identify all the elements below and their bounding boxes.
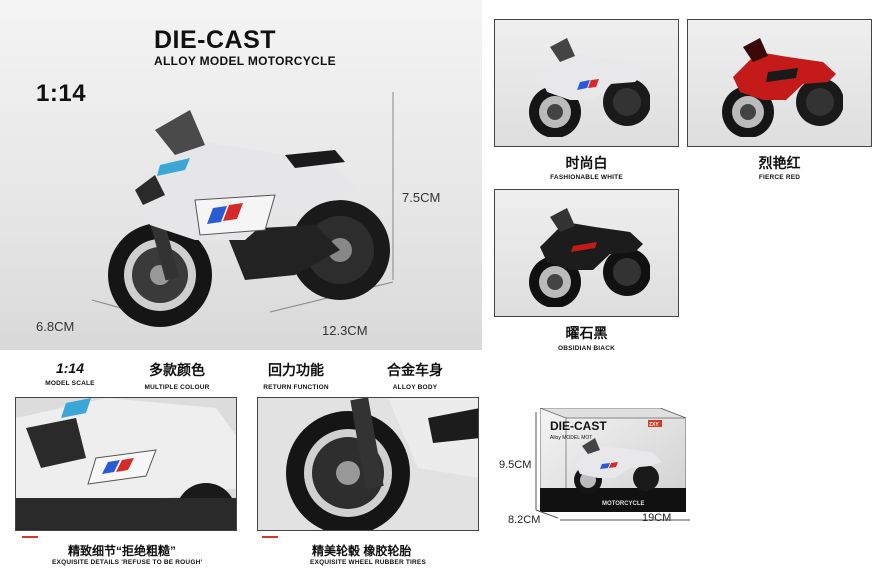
fairing-closeup-image	[16, 398, 236, 530]
wheel-caption-en: EXQUISITE WHEEL RUBBER TIRES	[310, 559, 426, 566]
feature-scale-value: 1:14	[55, 360, 85, 376]
hero-title: DIE-CAST	[154, 26, 277, 54]
feature-multiple-colour: 多款颜色 MULTIPLE COLOUR	[122, 360, 232, 391]
package-badge: ZXY	[649, 422, 659, 428]
feature-model-scale: 1:14 MODEL SCALE	[15, 360, 125, 387]
feature-colour-cn: 多款颜色	[149, 362, 205, 378]
color-swatch-white[interactable]	[494, 19, 679, 147]
package-base-text: MOTORCYCLE	[602, 501, 645, 507]
color-name-red: 烈艳红	[758, 155, 801, 171]
feature-return-function: 回力功能 RETURN FUNCTION	[241, 360, 351, 391]
package-box-image: DIE-CAST Alloy MODEL MOT ZXY MOTORCYCLE	[540, 408, 686, 512]
package-brand: DIE-CAST	[550, 419, 607, 433]
color-name-white: 时尚白	[565, 155, 608, 171]
package-length-dimension: 19CM	[642, 512, 672, 524]
feature-alloy-en: ALLOY BODY	[392, 384, 438, 391]
accent-dash	[262, 536, 278, 538]
color-name-black: 曜石黑	[565, 325, 608, 341]
height-dimension: 7.5CM	[402, 190, 441, 205]
feature-return-en: RETURN FUNCTION	[263, 384, 329, 391]
motorcycle-image	[108, 110, 390, 327]
wheel-caption-cn: 精美轮毂 橡胶轮胎	[312, 544, 412, 558]
hero-panel: DIE-CAST ALLOY MODEL MOTORCYCLE 1:14 7.5…	[0, 0, 482, 350]
feature-colour-en: MULTIPLE COLOUR	[144, 384, 210, 391]
package-dimension-lines	[535, 412, 690, 521]
detail-caption-cn: 精致细节“拒绝粗糙”	[68, 544, 177, 558]
hero-scale: 1:14	[36, 80, 87, 107]
package-brand-sub: Alloy MODEL MOT	[550, 435, 592, 441]
feature-return-cn: 回力功能	[268, 362, 324, 378]
feature-alloy-cn: 合金车身	[387, 362, 443, 378]
color-english-black: OBSIDIAN BIACK	[558, 345, 615, 352]
color-swatch-black[interactable]	[494, 189, 679, 317]
package-depth-dimension: 8.2CM	[508, 514, 541, 526]
feature-alloy-body: 合金车身 ALLOY BODY	[360, 360, 470, 391]
detail-panel-wheel	[257, 397, 479, 531]
color-english-red: FIERCE RED	[758, 174, 801, 181]
width-dimension: 6.8CM	[36, 319, 75, 334]
accent-dash	[22, 536, 38, 538]
motorcycle-white-image	[529, 38, 650, 137]
wheel-closeup-image	[258, 398, 478, 530]
motorcycle-black-image	[529, 208, 650, 307]
detail-panel-fairing	[15, 397, 237, 531]
color-swatch-red[interactable]	[687, 19, 872, 147]
color-english-white: FASHIONABLE WHITE	[550, 174, 623, 181]
detail-caption-en: EXQUISITE DETAILS 'REFUSE TO BE ROUGH'	[52, 559, 203, 566]
hero-subtitle: ALLOY MODEL MOTORCYCLE	[154, 54, 336, 68]
package-height-dimension: 9.5CM	[499, 459, 532, 471]
length-dimension: 12.3CM	[322, 323, 368, 338]
feature-scale-label: MODEL SCALE	[45, 380, 95, 387]
motorcycle-red-image	[722, 38, 843, 137]
